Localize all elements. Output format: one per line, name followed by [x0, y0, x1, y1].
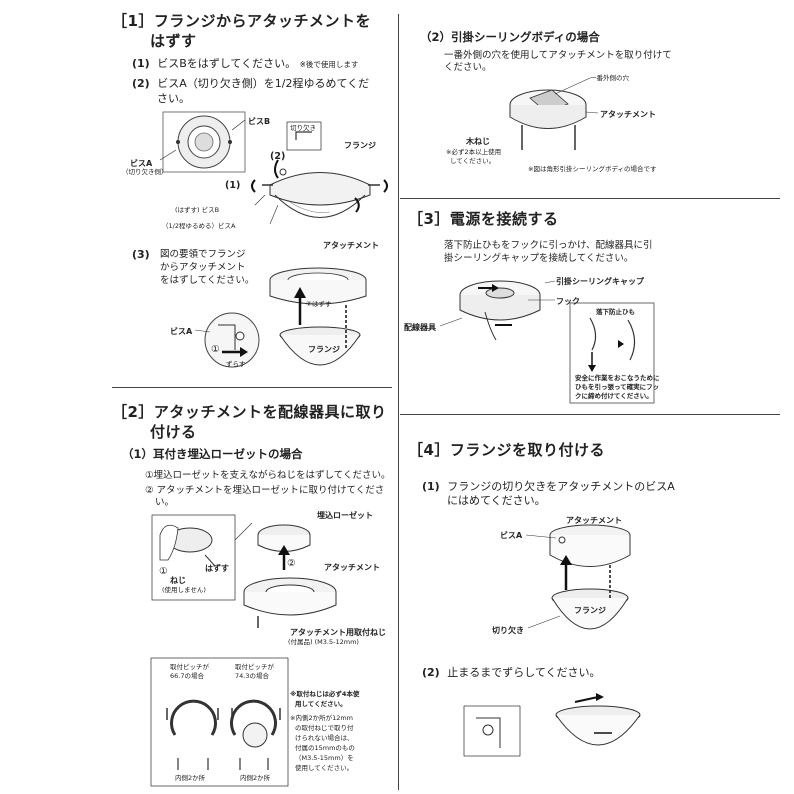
label-kirikaki: 切り欠き [290, 124, 316, 132]
step-text: フランジの切り欠きをアタッチメントのビスA [447, 480, 675, 493]
label-attachment-2: アタッチメント [324, 563, 380, 572]
step-text: 止まるまでずらしてください。 [447, 666, 601, 679]
label-attachment-r2: アタッチメント [600, 110, 656, 119]
label-bisA-s4: ビスA [500, 531, 523, 540]
section2-note1: ①埋込ローゼットを支えながらねじをはずしてください。 [145, 470, 391, 481]
caution-3: クに締め付けてください。 [575, 392, 653, 400]
label-neji-sub: (使用しません) [162, 586, 206, 594]
mark-1: (1) [225, 180, 241, 191]
label-zurasu: ずらす [226, 360, 246, 368]
section1-step3-line1: 図の要領でフランジ [160, 249, 246, 260]
section1-step2-cont: さい。 [157, 92, 190, 105]
column-divider [398, 14, 399, 790]
label-kirikaki-s4: 切り欠き [492, 626, 524, 635]
section3-heading: ［3］電源を接続する [408, 210, 559, 228]
section-divider-right-1 [400, 198, 780, 199]
section1-step3-line2: からアタッチメント [160, 262, 246, 273]
section-divider-left [112, 387, 392, 388]
label-toritsuke-sub: (付属品) (M3.5-12mm) [288, 638, 359, 646]
section1-heading-line1: ［1］フランジからアタッチメントを [112, 12, 371, 30]
note-mokuneji-1: ※必ず2本以上使用 [446, 148, 502, 156]
label-hazusu: ②はずす [306, 300, 332, 308]
step-number: (3) [132, 248, 150, 261]
right-sub2: （2）引掛シーリングボディの場合 [420, 30, 600, 44]
label-bisA-sub: （切り欠き側） [122, 168, 168, 176]
side-note-5: けられない場合は、 [295, 734, 354, 742]
pitch2-line1: 取付ピッチが [235, 663, 274, 671]
label-flange: フランジ [344, 141, 376, 150]
right-sub2-text-1: 一番外側の穴を使用してアタッチメントを取り付けて [444, 50, 672, 61]
section1-heading-line2: はずす [150, 32, 197, 50]
step-number: (1) [422, 480, 440, 493]
label-yurumeru-bisA: （1/2程ゆるめる）ビスA [162, 222, 236, 230]
step-note: ※後で使用します [299, 60, 359, 69]
step-text: ビスBをはずしてください。 [157, 57, 297, 70]
step-text: ビスA（切り欠き側）を1/2程ゆるめてくだ [157, 77, 370, 90]
label-bisA-2: ビスA [170, 327, 193, 336]
label-rosette: 埋込ローゼット [317, 511, 373, 520]
side-note-7: （M3.5-15mm）を [295, 754, 354, 762]
section2-sub1: （1）耳付き埋込ローゼットの場合 [122, 447, 303, 461]
caution-2: ひもを引っ張って確実にフッ [575, 383, 660, 391]
side-note-2: 用してください。 [295, 700, 347, 708]
label-hook: フック [556, 297, 580, 306]
step-number: (2) [132, 77, 150, 90]
section2-heading-line2: 付ける [150, 423, 197, 441]
label-kigu: 配線器具 [404, 323, 436, 332]
circled-2-s2: ② [287, 558, 296, 569]
side-note-8: 使用してください。 [295, 764, 354, 772]
side-note-3: ※内側2か所が12mm [290, 714, 354, 722]
circled-1: ① [211, 344, 220, 355]
section1-step1: (1) ビスBをはずしてください。 ※後で使用します [132, 57, 358, 71]
label-flange-2: フランジ [308, 345, 340, 354]
section4-step2: (2) 止まるまでずらしてください。 [422, 666, 601, 680]
label-neji: ねじ [170, 576, 186, 585]
section1-step3: (3) [132, 248, 154, 262]
label-bisA: ビスA [130, 159, 153, 168]
section2-note2-line1: ② アタッチメントを埋込ローゼットに取り付けてくださ [145, 485, 385, 496]
note-right: ※図は角形引掛シーリングボディの場合です [528, 165, 657, 173]
section3-text-1: 落下防止ひもをフックに引っかけ、配線器具に引 [444, 240, 653, 251]
side-note-1: ※取付ねじは必ず4本使 [290, 690, 360, 698]
side-note-6: 付属の15mmのもの [295, 744, 355, 752]
note-mokuneji-2: してください。 [450, 157, 496, 165]
label-cap: 引掛シーリングキャップ [556, 277, 644, 286]
label-bisB: ビスB [248, 117, 271, 126]
section2-note2-line2: い。 [155, 497, 175, 508]
inner-note-1: 内側2か所 [175, 774, 206, 782]
pitch2-line2: 74.3の場合 [235, 672, 269, 680]
right-sub2-text-2: ください。 [444, 62, 492, 73]
label-attachment-s4: アタッチメント [566, 516, 622, 525]
label-hazusu-bisB: (はずす) ビスB [175, 206, 220, 214]
section4-step1: (1) フランジの切り欠きをアタッチメントのビスA [422, 480, 675, 494]
section2-heading-line1: ［2］アタッチメントを配線器具に取り [112, 403, 387, 421]
label-flange-s4: フランジ [574, 606, 606, 615]
section1-step3-line3: をはずしてください。 [160, 275, 255, 286]
pitch1-line1: 取付ピッチが [170, 663, 209, 671]
pitch1-line2: 66.7の場合 [170, 672, 204, 680]
side-note-4: の取付ねじで取り付 [295, 724, 354, 732]
label-attachment: アタッチメント [323, 241, 379, 250]
step-number: (2) [422, 666, 440, 679]
section-divider-right-2 [400, 414, 780, 415]
label-toritsuke: アタッチメント用取付ねじ [290, 628, 386, 637]
section4-step1-cont: にはめてください。 [447, 494, 546, 507]
label-mokuneji: 木ねじ [466, 137, 490, 146]
label-himo: 落下防止ひも [596, 308, 635, 316]
label-outer-hole: 一番外側の穴 [590, 74, 629, 82]
circled-1-s2: ① [159, 566, 168, 577]
step-number: (1) [132, 57, 150, 70]
section1-step2: (2) ビスA（切り欠き側）を1/2程ゆるめてくだ [132, 77, 369, 91]
section4-heading: ［4］フランジを取り付ける [408, 441, 605, 459]
mark-2: (2) [270, 151, 286, 162]
label-hazusu-2: はずす [205, 564, 229, 573]
section3-text-2: 掛シーリングキャップを接続してください。 [444, 253, 634, 264]
caution-1: 安全に作業をおこなうために [575, 374, 660, 382]
inner-note-2: 内側2か所 [240, 774, 271, 782]
